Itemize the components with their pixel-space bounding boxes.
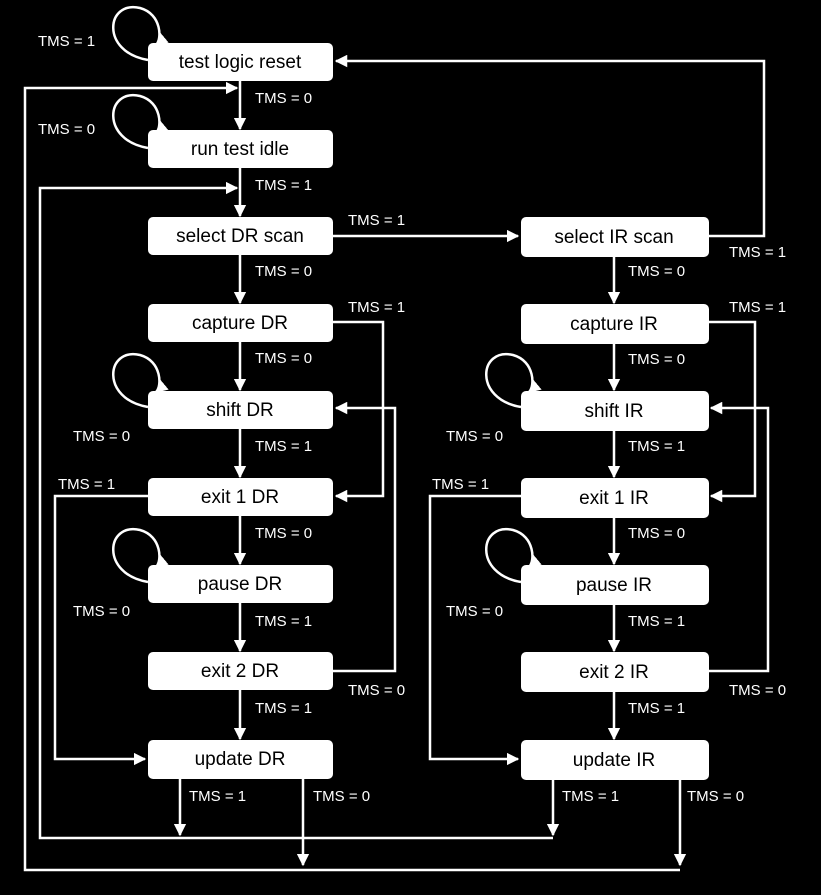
label-updateir-to-rti: TMS = 0	[687, 788, 744, 805]
state-label: exit 1 DR	[201, 487, 279, 508]
state-label: capture DR	[192, 313, 288, 334]
edge-exit2dr-to-shiftdr	[333, 401, 397, 673]
state-label: select IR scan	[554, 227, 673, 248]
label-exit2dr-to-shiftdr: TMS = 0	[348, 682, 405, 699]
state-exit1-dr: exit 1 DR	[148, 478, 333, 516]
edge-bus-to-seldr	[38, 181, 553, 840]
label-updatedr-to-seldr: TMS = 1	[189, 788, 246, 805]
state-pause-dr: pause DR	[148, 565, 333, 603]
state-label: run test idle	[191, 139, 289, 160]
self-loop-shift-dr	[112, 352, 169, 409]
label-shiftir-self: TMS = 0	[446, 428, 503, 445]
state-label: shift IR	[584, 401, 643, 422]
state-label: exit 2 DR	[201, 661, 279, 682]
label-shiftir-to-exit1ir: TMS = 1	[628, 438, 685, 455]
label-rti-self: TMS = 0	[38, 121, 95, 138]
state-label: exit 1 IR	[579, 488, 649, 509]
self-loop-shift-ir	[485, 352, 542, 409]
label-updateir-to-seldr: TMS = 1	[562, 788, 619, 805]
state-label: pause IR	[576, 575, 652, 596]
edge-selir-to-tlr	[334, 54, 766, 238]
state-capture-ir: capture IR	[521, 304, 709, 344]
state-select-ir-scan: select IR scan	[521, 217, 709, 257]
self-loop-test-logic-reset	[112, 5, 169, 62]
label-pausedr-to-exit2dr: TMS = 1	[255, 613, 312, 630]
state-label: select DR scan	[176, 226, 304, 247]
label-pauseir-self: TMS = 0	[446, 603, 503, 620]
label-exit2ir-to-shiftir: TMS = 0	[729, 682, 786, 699]
label-tlr-to-rti: TMS = 0	[255, 90, 312, 107]
state-label: update DR	[195, 749, 286, 770]
edge-exit1ir-to-updateir	[428, 494, 521, 766]
label-exit1dr-to-updatedr: TMS = 1	[58, 476, 115, 493]
edge-bus-to-rti	[23, 81, 680, 872]
label-capdr-to-exit1dr: TMS = 1	[348, 299, 405, 316]
transitions	[23, 5, 770, 872]
label-seldr-to-capdr: TMS = 0	[255, 263, 312, 280]
transition-labels: TMS = 1 TMS = 0 TMS = 0 TMS = 1 TMS = 1 …	[38, 33, 786, 805]
state-update-ir: update IR	[521, 740, 709, 780]
label-capir-to-shiftir: TMS = 0	[628, 351, 685, 368]
state-label: capture IR	[570, 314, 658, 335]
state-exit1-ir: exit 1 IR	[521, 478, 709, 518]
state-update-dr: update DR	[148, 740, 333, 779]
self-loop-pause-dr	[112, 527, 169, 584]
label-pausedr-self: TMS = 0	[73, 603, 130, 620]
label-exit1ir-to-pauseir: TMS = 0	[628, 525, 685, 542]
edge-exit2ir-to-shiftir	[709, 401, 770, 673]
label-shiftdr-to-exit1dr: TMS = 1	[255, 438, 312, 455]
label-shiftdr-self: TMS = 0	[73, 428, 130, 445]
label-exit2dr-to-updatedr: TMS = 1	[255, 700, 312, 717]
state-label: update IR	[573, 750, 655, 771]
state-pause-ir: pause IR	[521, 565, 709, 605]
state-label: exit 2 IR	[579, 662, 649, 683]
state-exit2-dr: exit 2 DR	[148, 652, 333, 690]
state-select-dr-scan: select DR scan	[148, 217, 333, 255]
label-updatedr-to-rti: TMS = 0	[313, 788, 370, 805]
label-exit1ir-to-updateir: TMS = 1	[432, 476, 489, 493]
label-seldr-to-selir: TMS = 1	[348, 212, 405, 229]
label-rti-to-seldr: TMS = 1	[255, 177, 312, 194]
state-run-test-idle: run test idle	[148, 130, 333, 168]
state-capture-dr: capture DR	[148, 304, 333, 342]
states: test logic reset run test idle select DR…	[148, 43, 709, 780]
label-tlr-self: TMS = 1	[38, 33, 95, 50]
label-pauseir-to-exit2ir: TMS = 1	[628, 613, 685, 630]
state-test-logic-reset: test logic reset	[148, 43, 333, 81]
edge-exit1dr-to-updatedr	[53, 494, 148, 766]
state-shift-dr: shift DR	[148, 391, 333, 429]
label-capdr-to-shiftdr: TMS = 0	[255, 350, 312, 367]
state-label: shift DR	[206, 400, 274, 421]
label-exit2ir-to-updateir: TMS = 1	[628, 700, 685, 717]
state-label: test logic reset	[179, 52, 302, 73]
state-exit2-ir: exit 2 IR	[521, 652, 709, 692]
self-loop-pause-ir	[485, 527, 542, 584]
label-exit1dr-to-pausedr: TMS = 0	[255, 525, 312, 542]
label-selir-to-tlr: TMS = 1	[729, 244, 786, 261]
state-label: pause DR	[198, 574, 283, 595]
state-shift-ir: shift IR	[521, 391, 709, 431]
label-capir-to-exit1ir: TMS = 1	[729, 299, 786, 316]
label-selir-to-capir: TMS = 0	[628, 263, 685, 280]
self-loop-run-test-idle	[112, 93, 169, 150]
